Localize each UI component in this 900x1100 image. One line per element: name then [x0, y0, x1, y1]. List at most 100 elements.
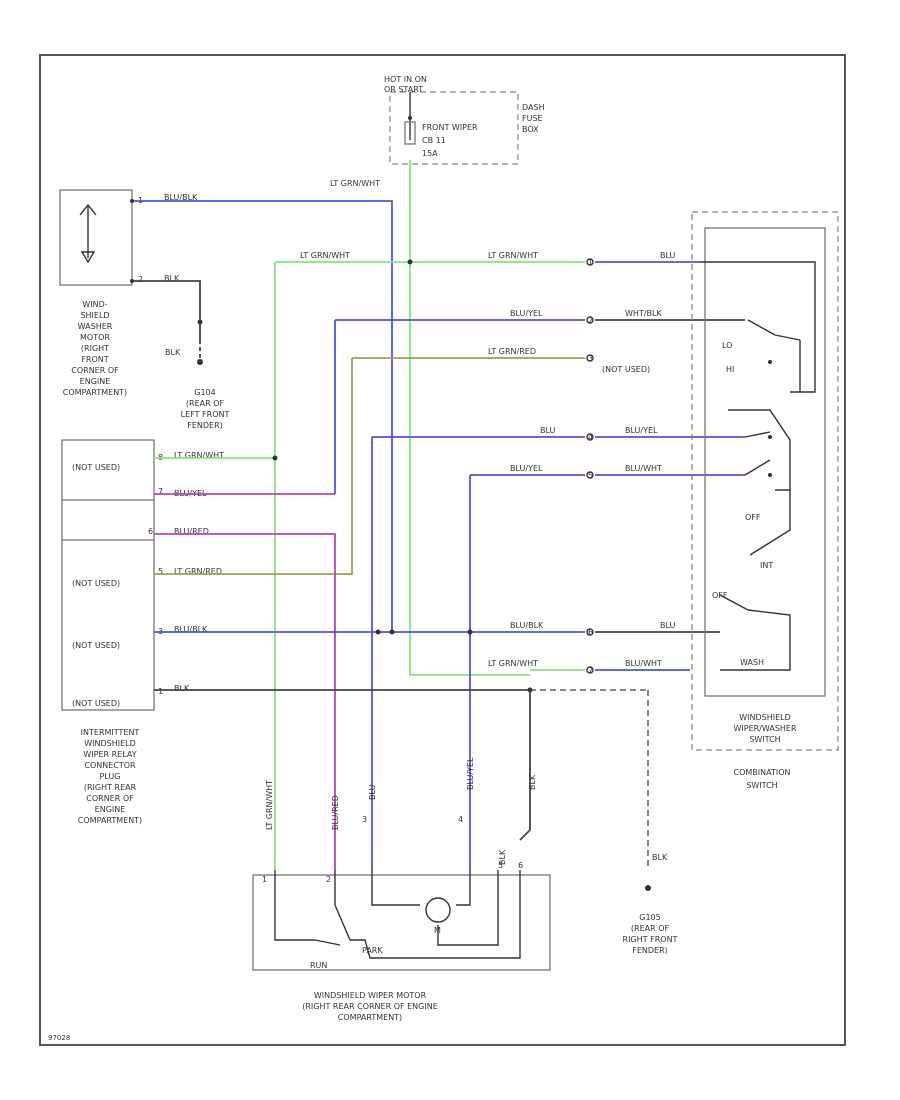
svg-text:BLU: BLU	[540, 426, 556, 435]
svg-text:WASH: WASH	[740, 658, 764, 667]
svg-text:BLU/RED: BLU/RED	[331, 795, 340, 830]
fuse-box-label-1: DASH	[522, 103, 545, 112]
svg-text:BLU: BLU	[368, 784, 377, 800]
svg-text:LT GRN/WHT: LT GRN/WHT	[300, 251, 350, 260]
svg-text:4: 4	[458, 815, 463, 824]
svg-text:7: 7	[588, 666, 593, 675]
svg-text:BLK: BLK	[498, 849, 507, 865]
svg-text:SWITCH: SWITCH	[746, 781, 777, 790]
svg-text:ENGINE: ENGINE	[80, 377, 111, 386]
figure-id: 97028	[48, 1034, 70, 1042]
svg-text:5: 5	[588, 471, 593, 480]
relay-connector-label: INTERMITTENT WINDSHIELD WIPER RELAY CONN…	[78, 728, 142, 825]
motor-icon	[425, 897, 451, 923]
svg-text:SWITCH: SWITCH	[749, 735, 780, 744]
svg-text:BLU/BLK: BLU/BLK	[174, 625, 208, 634]
svg-text:COMPARTMENT): COMPARTMENT)	[63, 388, 127, 397]
svg-text:HI: HI	[726, 365, 734, 374]
svg-text:(REAR OF: (REAR OF	[186, 399, 225, 408]
fuse-box-label-2: FUSE	[522, 114, 543, 123]
svg-text:BLU/WHT: BLU/WHT	[625, 659, 662, 668]
svg-text:FENDER): FENDER)	[632, 946, 668, 955]
svg-text:BLU: BLU	[660, 621, 676, 630]
svg-text:LEFT FRONT: LEFT FRONT	[181, 410, 230, 419]
svg-text:INTERMITTENT: INTERMITTENT	[81, 728, 140, 737]
svg-text:6: 6	[588, 628, 593, 637]
windshield-wiper-motor: 1 2 3 4 5 6 LT GRN/WHT BLU/RED BLU BLU/Y…	[252, 757, 551, 971]
combination-switch-label: WINDSHIELD WIPER/WASHER SWITCH COMBINATI…	[733, 713, 796, 790]
svg-text:FENDER): FENDER)	[187, 421, 223, 430]
fuse-label-3: 15A	[422, 149, 438, 158]
svg-text:LT GRN/WHT: LT GRN/WHT	[488, 659, 538, 668]
svg-text:3: 3	[362, 815, 367, 824]
svg-text:(RIGHT REAR: (RIGHT REAR	[84, 783, 137, 792]
washer-motor-icon	[80, 251, 96, 264]
svg-text:G105: G105	[639, 913, 660, 922]
svg-text:5: 5	[498, 861, 503, 870]
svg-text:WINDSHIELD WIPER MOTOR: WINDSHIELD WIPER MOTOR	[314, 991, 427, 1000]
svg-text:BLU/RED: BLU/RED	[174, 527, 209, 536]
fuse-box-label-3: BOX	[522, 125, 539, 134]
svg-text:WASHER: WASHER	[78, 322, 113, 331]
diagram-frame	[39, 54, 846, 1046]
wiper-motor-label: WINDSHIELD WIPER MOTOR (RIGHT REAR CORNE…	[302, 991, 438, 1022]
svg-text:OFF: OFF	[745, 513, 761, 522]
svg-text:BLU/WHT: BLU/WHT	[625, 464, 662, 473]
svg-text:BLU/YEL: BLU/YEL	[625, 426, 658, 435]
relay-not-used-3: (NOT USED)	[72, 641, 120, 650]
fuse-label-1: FRONT WIPER	[422, 123, 478, 132]
ground-g105-icon	[645, 885, 651, 891]
washer-motor-label: WIND- SHIELD WASHER MOTOR (RIGHT FRONT C…	[63, 300, 127, 397]
svg-text:CONNECTOR: CONNECTOR	[84, 761, 136, 770]
svg-text:RIGHT FRONT: RIGHT FRONT	[623, 935, 678, 944]
fuse-icon	[404, 121, 416, 145]
svg-text:(NOT USED): (NOT USED)	[602, 365, 650, 374]
svg-text:WINDSHIELD: WINDSHIELD	[739, 713, 791, 722]
svg-text:LT GRN/WHT: LT GRN/WHT	[488, 251, 538, 260]
wire-label-fuse-feed: LT GRN/WHT	[330, 179, 380, 188]
svg-text:6: 6	[148, 527, 153, 536]
svg-text:LT GRN/WHT: LT GRN/WHT	[265, 780, 274, 830]
svg-text:WHT/BLK: WHT/BLK	[625, 309, 662, 318]
svg-text:COMBINATION: COMBINATION	[734, 768, 791, 777]
svg-text:WIPER/WASHER: WIPER/WASHER	[733, 724, 796, 733]
windshield-washer-motor: 1 2 BLU/BLK BLK	[59, 189, 198, 286]
combination-switch: 1 2 3 4 5 6 7 LO HI OFF INT OFF WASH	[588, 211, 839, 751]
svg-text:PLUG: PLUG	[100, 772, 121, 781]
svg-text:5: 5	[158, 567, 163, 576]
svg-text:(RIGHT REAR CORNER OF ENGINE: (RIGHT REAR CORNER OF ENGINE	[302, 1002, 438, 1011]
svg-text:LT GRN/WHT: LT GRN/WHT	[174, 451, 224, 460]
svg-text:INT: INT	[760, 561, 773, 570]
svg-text:ENGINE: ENGINE	[95, 805, 126, 814]
washer-pin-2: 2	[138, 275, 143, 284]
svg-text:MOTOR: MOTOR	[80, 333, 110, 342]
svg-text:6: 6	[518, 861, 523, 870]
svg-text:BLU/YEL: BLU/YEL	[510, 464, 543, 473]
connector-markers	[130, 199, 594, 674]
relay-not-used-1: (NOT USED)	[72, 463, 120, 472]
svg-text:BLU/YEL: BLU/YEL	[510, 309, 543, 318]
svg-text:CORNER OF: CORNER OF	[71, 366, 119, 375]
svg-text:PARK: PARK	[362, 946, 383, 955]
relay-not-used-2: (NOT USED)	[72, 579, 120, 588]
svg-text:BLK: BLK	[174, 684, 190, 693]
svg-text:CORNER OF: CORNER OF	[86, 794, 134, 803]
ground-g104: BLK G104 (REAR OF LEFT FRONT FENDER)	[132, 280, 230, 430]
relay-not-used-4: (NOT USED)	[72, 699, 120, 708]
svg-text:1: 1	[588, 258, 593, 267]
svg-text:OFF: OFF	[712, 591, 728, 600]
svg-text:BLU: BLU	[660, 251, 676, 260]
svg-text:WIPER RELAY: WIPER RELAY	[83, 750, 136, 759]
svg-text:2: 2	[588, 316, 593, 325]
svg-text:FRONT: FRONT	[81, 355, 108, 364]
svg-text:7: 7	[158, 487, 163, 496]
fuse-label-2: CB 11	[422, 136, 446, 145]
svg-text:LO: LO	[722, 341, 732, 350]
intermittent-relay-connector: (NOT USED) (NOT USED) (NOT USED) (NOT US…	[61, 439, 224, 711]
wires: LT GRN/WHT LT GRN/WHT LT GRN/WHT BLU BLU…	[132, 160, 745, 891]
dash-fuse-box: HOT IN ON OR START FRONT WIPER CB 11 15A…	[384, 75, 545, 165]
fuse-box-hot-label-1: HOT IN ON	[384, 75, 427, 84]
svg-text:M: M	[434, 926, 441, 935]
svg-text:1: 1	[262, 875, 267, 884]
svg-text:3: 3	[588, 354, 593, 363]
